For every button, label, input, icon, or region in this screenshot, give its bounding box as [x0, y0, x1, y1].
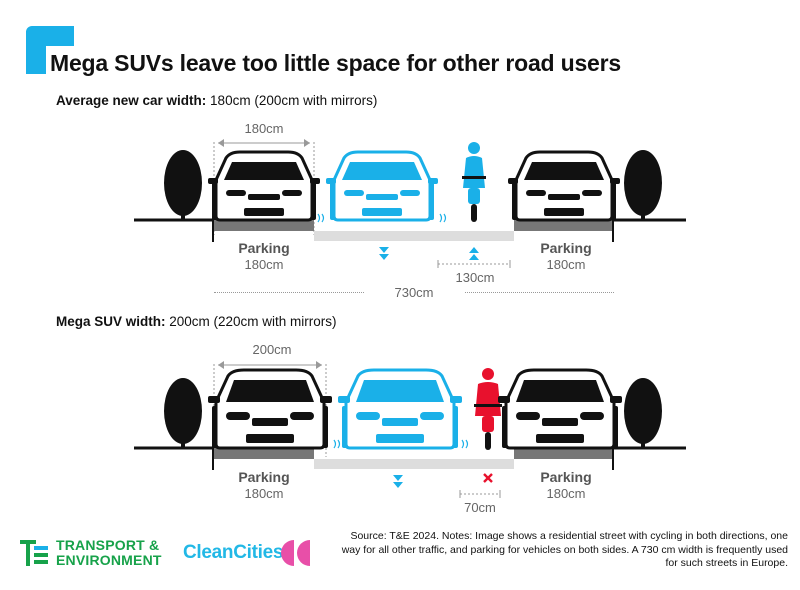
cycle-gap-label: 130cm — [455, 270, 495, 285]
parking-left-value: 180cm — [244, 257, 284, 272]
tree-icon — [164, 378, 202, 449]
street-width-label: 730cm — [364, 285, 464, 300]
car-width-heading: Average new car width: 180cm (200cm with… — [56, 93, 378, 108]
cross-icon — [483, 473, 493, 483]
cyclist-icon — [462, 142, 486, 222]
suv-width-heading: Mega SUV width: 200cm (220cm with mirror… — [56, 314, 337, 329]
suv-parking-left-title: Parking — [238, 469, 290, 485]
tree-icon — [164, 150, 202, 221]
tree-icon — [624, 150, 662, 221]
cleancities-logo-text: CleanCities — [183, 542, 284, 563]
cleancities-mark-icon — [281, 540, 310, 566]
corner-bracket-icon — [26, 26, 74, 74]
suv-parking-left-value: 180cm — [244, 486, 284, 501]
arrow-down-icon — [393, 475, 403, 488]
moving-car-blue — [317, 150, 447, 223]
street-scene-car — [134, 139, 686, 268]
parked-car-left — [208, 150, 320, 222]
parking-right-title: Parking — [540, 240, 592, 256]
te-logo-icon — [20, 540, 48, 566]
parked-suv-left — [208, 368, 332, 450]
cyclist-icon-red — [474, 368, 502, 450]
parked-car-right — [508, 150, 620, 222]
arrow-down-icon — [379, 247, 389, 260]
suv-width-dimension: 200cm — [252, 342, 292, 357]
street-scene-suv — [134, 361, 686, 498]
te-logo-text: TRANSPORT & ENVIRONMENT — [56, 537, 162, 568]
tree-icon — [624, 378, 662, 449]
car-width-dimension: 180cm — [244, 121, 284, 136]
suv-parking-right-value: 180cm — [546, 486, 586, 501]
parking-left-title: Parking — [238, 240, 290, 256]
source-note: Source: T&E 2024. Notes: Image shows a r… — [341, 530, 788, 569]
page-title: Mega SUVs leave too little space for oth… — [50, 50, 621, 76]
suv-cycle-gap-label: 70cm — [464, 500, 496, 515]
parking-right-value: 180cm — [546, 257, 586, 272]
arrow-up-icon — [469, 247, 479, 260]
suv-parking-right-title: Parking — [540, 469, 592, 485]
parked-suv-right — [498, 368, 622, 450]
moving-suv-blue — [333, 368, 469, 450]
